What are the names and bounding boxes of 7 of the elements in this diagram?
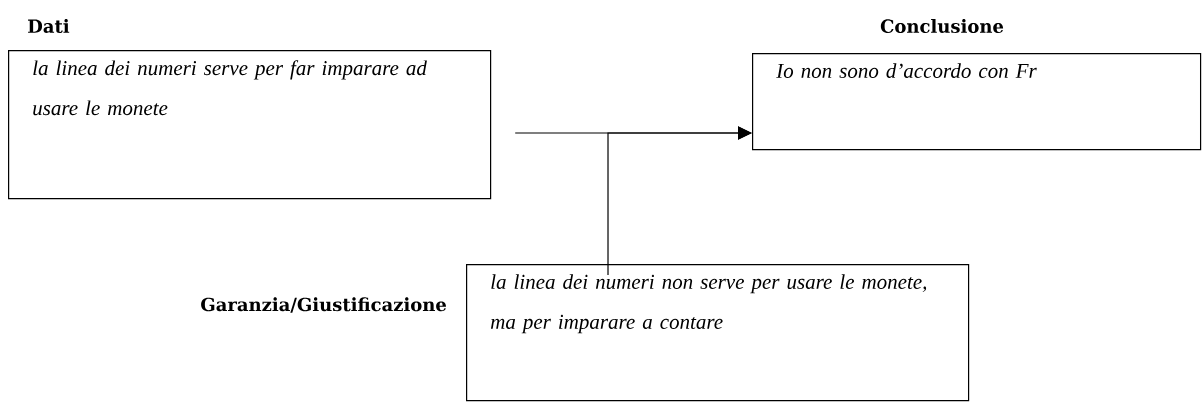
box-text: la linea dei numeri serve per far imparare ad usare le monete <box>33 60 427 116</box>
box-text: Io non sono d’accordo con Fr <box>776 63 1037 78</box>
box-text: la linea dei numeri non serve per usare le monete, ma per imparare a contare <box>490 274 927 334</box>
box-heading: Conclusione <box>880 19 1004 33</box>
box-heading: Garanzia/Giustificazione <box>201 297 446 313</box>
box-heading: Dati <box>28 19 70 33</box>
arrow <box>607 126 752 276</box>
